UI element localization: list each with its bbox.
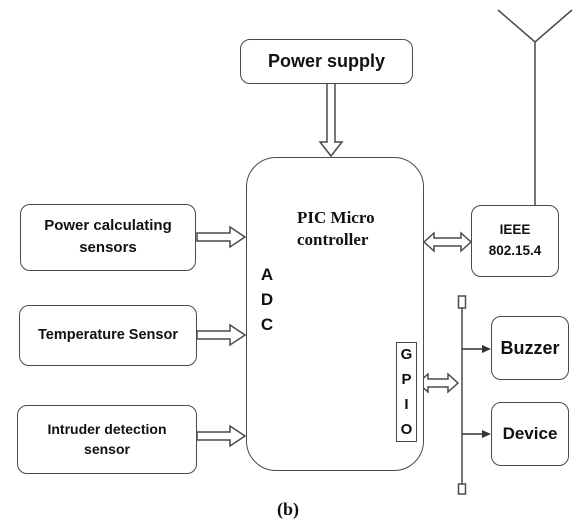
gpio-letter-g: G bbox=[400, 346, 413, 363]
bus-top-terminal bbox=[457, 295, 467, 309]
intruder-sensor-label-line2: sensor bbox=[84, 441, 130, 457]
adc-letter-a: A bbox=[260, 265, 274, 284]
device-label: Device bbox=[502, 424, 558, 444]
adc-letter-c: C bbox=[260, 315, 274, 334]
antenna-icon bbox=[497, 9, 573, 205]
temperature-sensor-arrow bbox=[196, 323, 247, 347]
temperature-sensor-block: Temperature Sensor bbox=[19, 305, 197, 366]
bus-bottom-terminal bbox=[457, 483, 467, 495]
adc-label: A D C bbox=[260, 262, 274, 337]
temperature-sensor-label: Temperature Sensor bbox=[38, 327, 178, 344]
radio-label-line2: 802.15.4 bbox=[488, 243, 542, 258]
figure-caption: (b) bbox=[277, 499, 299, 519]
gpio-letter-o: O bbox=[400, 421, 413, 438]
radio-link-arrow bbox=[422, 231, 473, 253]
gpio-letter-p: P bbox=[401, 371, 412, 388]
radio-block: IEEE 802.15.4 bbox=[471, 205, 559, 277]
gpio-bus-arrow bbox=[416, 372, 460, 394]
device-block: Device bbox=[491, 402, 569, 466]
microcontroller-block bbox=[246, 157, 424, 471]
intruder-sensor-label-line1: Intruder detection bbox=[47, 420, 167, 437]
power-sensors-block: Power calculating sensors bbox=[20, 204, 196, 271]
gpio-letter-i: I bbox=[404, 396, 409, 413]
power-sensors-label-line2: sensors bbox=[79, 239, 137, 256]
intruder-sensor-block: Intruder detection sensor bbox=[17, 405, 197, 474]
buzzer-label: Buzzer bbox=[500, 337, 560, 358]
microcontroller-label-line2: controller bbox=[297, 230, 369, 249]
power-supply-arrow bbox=[318, 82, 344, 158]
power-sensors-arrow bbox=[196, 225, 247, 249]
intruder-sensor-arrow bbox=[196, 424, 247, 448]
power-sensors-label-line1: Power calculating bbox=[44, 217, 172, 235]
buzzer-block: Buzzer bbox=[491, 316, 569, 380]
device-arrow bbox=[482, 430, 491, 438]
microcontroller-label-line1: PIC Micro bbox=[297, 208, 375, 227]
gpio-block: G P I O bbox=[396, 342, 417, 442]
power-supply-label: Power supply bbox=[267, 51, 386, 72]
power-supply-block: Power supply bbox=[240, 39, 413, 84]
adc-letter-d: D bbox=[260, 290, 274, 309]
radio-label-line1: IEEE bbox=[499, 222, 531, 238]
buzzer-arrow bbox=[482, 345, 491, 353]
microcontroller-label: PIC Micro controller bbox=[297, 207, 375, 251]
